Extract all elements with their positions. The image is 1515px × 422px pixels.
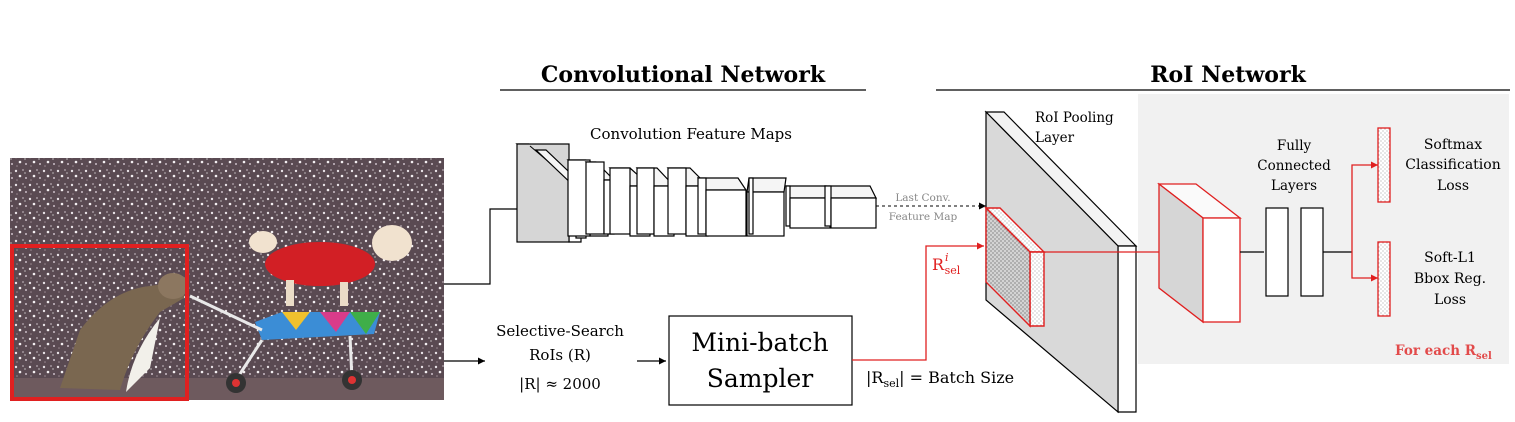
roi-network-header: RoI Network xyxy=(936,62,1510,91)
fc-to-bbox-arrow xyxy=(1351,252,1378,282)
batch-size-label: |Rsel| = Batch Size xyxy=(866,368,1014,390)
svg-text:RoIs (R): RoIs (R) xyxy=(529,346,591,364)
fully-connected-layers xyxy=(1265,207,1324,297)
bbox-loss-label: Soft-L1 Bbox Reg. Loss xyxy=(1414,250,1486,308)
selected-roi-box xyxy=(10,244,189,401)
svg-text:Fully: Fully xyxy=(1277,138,1312,154)
roi-pooling-layer xyxy=(984,110,1138,414)
softmax-loss-label: Softmax Classification Loss xyxy=(1405,137,1500,194)
sampler-to-roi-arrow xyxy=(852,242,984,361)
svg-text:Loss: Loss xyxy=(1434,292,1466,308)
last-conv-label-line1: Last Conv. xyxy=(895,192,950,204)
svg-text:RoI Pooling: RoI Pooling xyxy=(1035,110,1114,126)
pooled-roi-feature xyxy=(984,206,1046,328)
svg-text:RoI Network: RoI Network xyxy=(1150,62,1306,88)
mini-batch-sampler: Mini-batch Sampler xyxy=(668,315,853,406)
roi-pooling-label: RoI Pooling Layer xyxy=(1035,110,1114,146)
svg-text:Selective-Search: Selective-Search xyxy=(496,322,624,340)
svg-text:|R| ≈ 2000: |R| ≈ 2000 xyxy=(519,375,601,393)
fc-label: Fully Connected Layers xyxy=(1257,138,1331,194)
selective-search-label: Selective-Search RoIs (R) |R| ≈ 2000 xyxy=(496,322,624,393)
svg-text:Layers: Layers xyxy=(1271,178,1317,194)
svg-text:Loss: Loss xyxy=(1437,178,1469,194)
fc-to-softmax-arrow xyxy=(1351,161,1378,252)
roi-feature-cube xyxy=(1157,182,1242,324)
svg-text:Soft-L1: Soft-L1 xyxy=(1424,250,1476,266)
svg-text:Mini-batch: Mini-batch xyxy=(691,328,828,357)
svg-text:Softmax: Softmax xyxy=(1424,137,1482,153)
svg-text:Layer: Layer xyxy=(1035,130,1075,146)
conv-network-header: Convolutional Network xyxy=(500,62,866,91)
svg-text:Convolutional Network: Convolutional Network xyxy=(541,62,826,88)
svg-text:Sampler: Sampler xyxy=(707,364,814,393)
last-conv-label-line2: Feature Map xyxy=(889,211,958,223)
bbox-output-vector xyxy=(1377,241,1391,317)
svg-text:Classification: Classification xyxy=(1405,157,1500,173)
svg-text:Bbox Reg.: Bbox Reg. xyxy=(1414,271,1486,287)
input-image xyxy=(10,158,444,400)
conv-feature-maps-label: Convolution Feature Maps xyxy=(590,125,792,143)
conv-feature-maps xyxy=(515,143,877,243)
for-each-rsel-label: For each Rsel xyxy=(1395,343,1492,362)
svg-text:Connected: Connected xyxy=(1257,158,1331,174)
softmax-output-vector xyxy=(1377,127,1391,203)
